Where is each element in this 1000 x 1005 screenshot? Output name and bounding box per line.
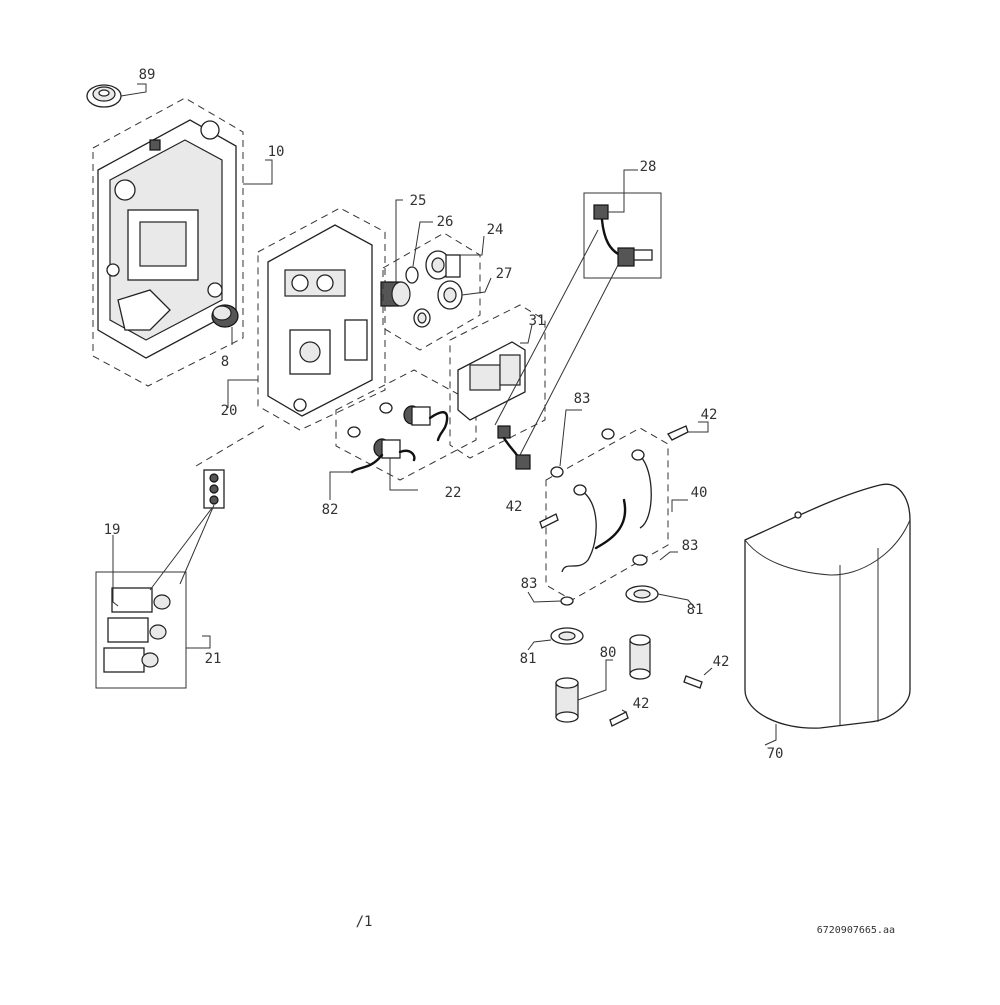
callout-28: 28 bbox=[640, 159, 657, 175]
callout-42-b: 42 bbox=[506, 499, 523, 515]
callout-42-d: 42 bbox=[633, 696, 650, 712]
callout-89: 89 bbox=[139, 67, 156, 83]
callout-42-a: 42 bbox=[701, 407, 718, 423]
callout-83-c: 83 bbox=[521, 576, 538, 592]
callout-81-a: 81 bbox=[687, 602, 704, 618]
callout-26: 26 bbox=[437, 214, 454, 230]
part-83-rings bbox=[550, 428, 648, 606]
callout-10: 10 bbox=[268, 144, 285, 160]
part-21-terminal-box bbox=[95, 571, 187, 689]
callout-82: 82 bbox=[322, 502, 339, 518]
callout-labels: 89 10 8 20 25 26 24 27 28 31 82 22 83 42… bbox=[104, 67, 784, 762]
callout-81-b: 81 bbox=[520, 651, 537, 667]
callout-25: 25 bbox=[410, 193, 427, 209]
part-19-terminal bbox=[203, 469, 225, 509]
part-80-fittings bbox=[555, 634, 651, 723]
page-marker: /1 bbox=[356, 914, 373, 930]
callout-83-a: 83 bbox=[574, 391, 591, 407]
leader-lines bbox=[112, 83, 777, 746]
part-20-hydraulic-block bbox=[257, 207, 386, 431]
callout-27: 27 bbox=[496, 266, 513, 282]
part-8-plug bbox=[211, 304, 239, 328]
group-24-27 bbox=[382, 232, 481, 351]
callout-19: 19 bbox=[104, 522, 121, 538]
part-22-sensors bbox=[335, 369, 477, 481]
callout-20: 20 bbox=[221, 403, 238, 419]
callout-21: 21 bbox=[205, 651, 222, 667]
callout-31: 31 bbox=[529, 313, 546, 329]
part-70-casing bbox=[744, 483, 911, 729]
part-26-ring bbox=[405, 266, 419, 284]
part-89-cap bbox=[86, 84, 122, 108]
callout-22: 22 bbox=[445, 485, 462, 501]
callout-24: 24 bbox=[487, 222, 504, 238]
callout-8: 8 bbox=[221, 354, 229, 370]
callout-42-c: 42 bbox=[713, 654, 730, 670]
callout-83-b: 83 bbox=[682, 538, 699, 554]
part-81-seals bbox=[550, 585, 659, 645]
callout-70: 70 bbox=[767, 746, 784, 762]
drawing-number: 6720907665.aa bbox=[817, 925, 895, 936]
part-10-frame bbox=[92, 97, 244, 387]
callout-80: 80 bbox=[600, 645, 617, 661]
part-82-rings bbox=[347, 402, 393, 438]
part-25-filter bbox=[380, 281, 411, 307]
part-40-pipes bbox=[545, 427, 669, 601]
part-28-harness bbox=[583, 192, 662, 279]
callout-40: 40 bbox=[691, 485, 708, 501]
